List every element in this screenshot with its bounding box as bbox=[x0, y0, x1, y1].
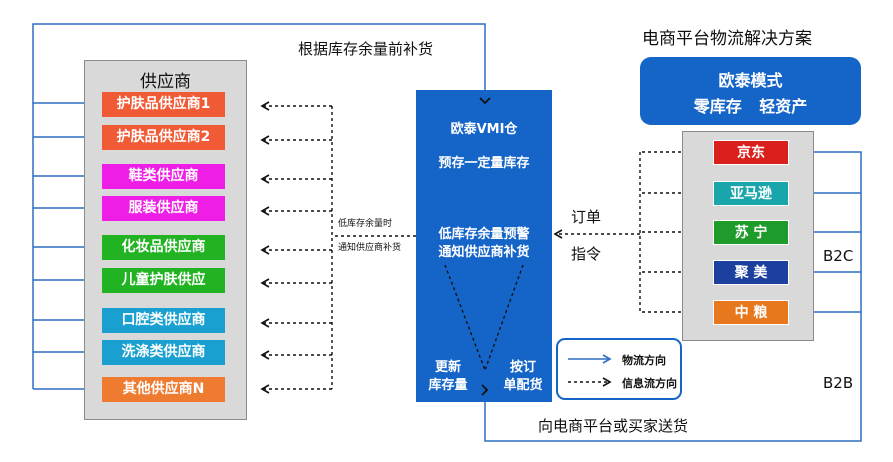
platform-box-amazon[interactable]: 亚马逊 bbox=[713, 181, 789, 206]
platform-box-jumei[interactable]: 聚 美 bbox=[713, 260, 789, 285]
legend: 物流方向 信息流方向 bbox=[556, 338, 682, 400]
supplier-box-2[interactable]: 护肤品供应商2 bbox=[102, 125, 225, 150]
vmi-alert-line2: 通知供应商补货 bbox=[438, 245, 530, 260]
vmi-warehouse: 欧泰VMI仓 预存一定量库存 低库存余量预警 通知供应商补货 更新 库存量 按订… bbox=[416, 90, 552, 402]
supplier-info-arrows bbox=[260, 101, 416, 394]
order-label-1: 订单 bbox=[571, 208, 602, 226]
platform-section-title: 电商平台物流解决方案 bbox=[642, 29, 812, 49]
replenish-label: 根据库存余量前补货 bbox=[298, 40, 434, 58]
order-label-2: 指令 bbox=[571, 245, 602, 263]
supplier-box-9[interactable]: 其他供应商N bbox=[102, 377, 225, 402]
supplier-box-4[interactable]: 服装供应商 bbox=[102, 196, 225, 221]
b2b-label: B2B bbox=[823, 374, 854, 392]
supplier-box-7[interactable]: 口腔类供应商 bbox=[102, 308, 225, 333]
b2c-label: B2C bbox=[823, 247, 854, 265]
vmi-order-line2: 单配货 bbox=[503, 378, 543, 393]
mode-line2: 零库存 轻资产 bbox=[693, 97, 808, 116]
platform-box-cofco[interactable]: 中 粮 bbox=[713, 300, 789, 325]
vmi-update-line1: 更新 bbox=[434, 360, 461, 375]
platform-panel: 京东 亚马逊 苏 宁 聚 美 中 粮 bbox=[682, 131, 814, 341]
vmi-update-line2: 库存量 bbox=[428, 378, 468, 393]
vmi-alert-line1: 低库存余量预警 bbox=[438, 227, 530, 242]
legend-swatches bbox=[568, 354, 612, 387]
low-stock-label-1: 低库存余量时 bbox=[338, 219, 393, 229]
delivery-label: 向电商平台或买家送货 bbox=[538, 417, 689, 435]
replenish-loop bbox=[32, 23, 490, 390]
vmi-flow-lines bbox=[444, 97, 524, 396]
platform-box-jd[interactable]: 京东 bbox=[713, 140, 789, 165]
legend-logistics: 物流方向 bbox=[622, 354, 666, 367]
supplier-box-6[interactable]: 儿童护肤供应 bbox=[102, 268, 225, 293]
vmi-title: 欧泰VMI仓 bbox=[450, 122, 518, 137]
supplier-panel: 供应商 护肤品供应商1 护肤品供应商2 鞋类供应商 服装供应商 化妆品供应商 儿… bbox=[84, 60, 247, 420]
supplier-box-1[interactable]: 护肤品供应商1 bbox=[102, 92, 225, 117]
supplier-box-5[interactable]: 化妆品供应商 bbox=[102, 235, 225, 260]
supplier-panel-title: 供应商 bbox=[140, 72, 191, 92]
platform-box-suning[interactable]: 苏 宁 bbox=[713, 220, 789, 245]
supplier-box-8[interactable]: 洗涤类供应商 bbox=[102, 340, 225, 365]
supplier-box-3[interactable]: 鞋类供应商 bbox=[102, 164, 225, 189]
otai-mode-banner: 欧泰模式 零库存 轻资产 bbox=[640, 57, 861, 125]
low-stock-label-2: 通知供应商补货 bbox=[338, 243, 402, 253]
vmi-subtitle: 预存一定量库存 bbox=[438, 156, 530, 171]
vmi-order-line1: 按订 bbox=[509, 360, 536, 375]
mode-line1: 欧泰模式 bbox=[718, 71, 783, 90]
legend-info: 信息流方向 bbox=[622, 377, 677, 390]
order-info-arrows bbox=[553, 151, 711, 313]
